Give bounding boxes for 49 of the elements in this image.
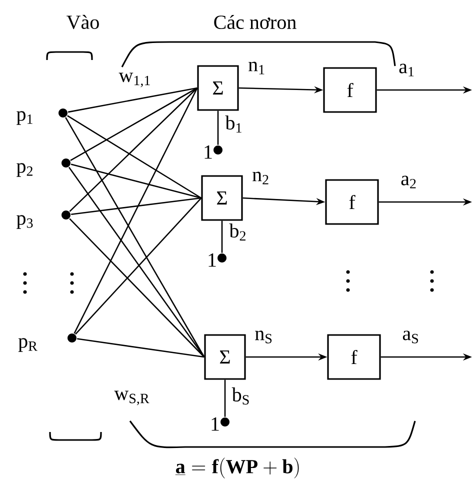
connector-line [68,166,205,358]
edge-label: b$_{2}$ [229,224,246,240]
edge-label: b$_{1}$ [225,116,242,132]
connector-line [68,87,198,113]
connector-line [69,218,205,358]
node-label: p$_{R}$ [18,338,38,352]
connector-line [224,380,226,417]
node-label: p$_{1}$ [16,111,32,125]
label: Các nơron [214,14,296,30]
summing-box: Σ [201,175,243,221]
dot [62,158,70,168]
dot [218,254,226,262]
function-box: f [323,67,377,113]
caption: $\underline{\mathbf{a}} = \mathbf{f(WP+b)}$ [175,458,299,478]
edge-label: b$_{S}$ [232,387,249,405]
node-label: 1 [208,253,216,267]
node-label: 1 [212,417,219,431]
dot [220,418,230,426]
dot [58,108,68,118]
connector-line [65,117,205,358]
connector-line [67,115,202,199]
connector-line [71,197,202,215]
node-label: p$_{3}$ [16,215,33,229]
edge-label: a$_{2}$ [401,176,416,188]
connector-line [75,198,202,335]
summing-box: Σ [204,334,246,380]
edge-label: n$_{1}$ [248,62,264,74]
dot [214,146,222,154]
dot [68,334,76,342]
edge-label: n$_{S}$ [255,330,272,344]
node-label: p$_{2}$ [16,163,32,177]
connector-line [221,220,223,253]
summing-box: Σ [197,65,239,111]
connector-line [69,88,198,212]
dot [62,210,70,220]
connector-line [74,88,198,334]
label: w$_{1,1}$ [118,72,150,88]
connector-line [70,164,202,199]
edge-label: a$_{1}$ [399,64,414,76]
connector-line [70,87,198,161]
edge-label: a$_{S}$ [402,330,418,344]
node-label: 1 [204,145,212,159]
connector-line [217,110,219,145]
edge-label: n$_{2}$ [252,172,268,184]
label: w$_{S,R}$ [114,390,150,406]
label: Vào [66,14,99,30]
connector-line [77,338,204,358]
function-box: f [325,179,379,225]
function-box: f [327,334,381,380]
